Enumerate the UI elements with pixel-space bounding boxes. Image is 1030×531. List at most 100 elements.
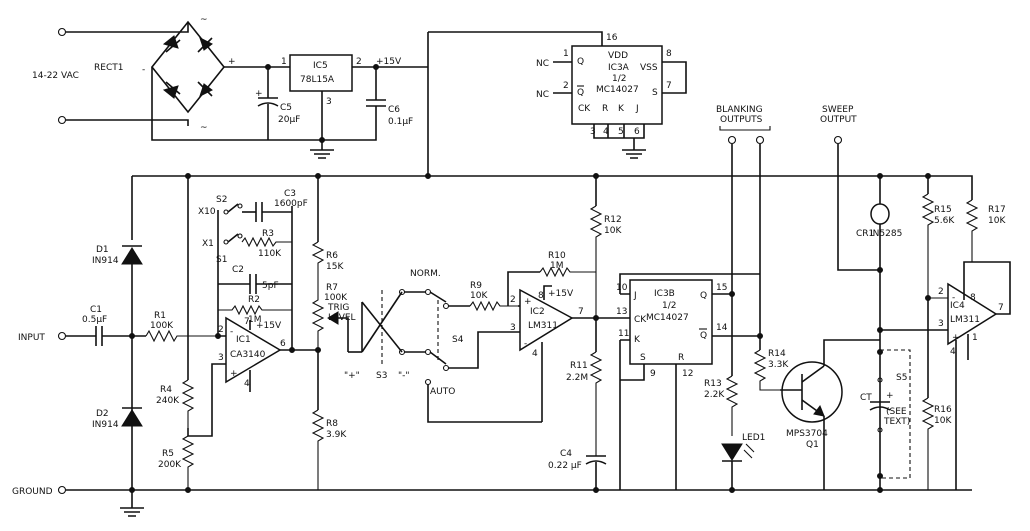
ac-terminal-top[interactable] [57, 27, 67, 37]
ic3a-s: S [652, 88, 658, 98]
r3-value: 110K [258, 249, 282, 259]
ic2-pin2: 2 [510, 295, 516, 305]
ic3a-pin8: 8 [666, 49, 672, 59]
r7-trig: TRIG [327, 303, 349, 313]
r15-value: 5.6K [934, 216, 955, 226]
ic3a-vdd: VDD [608, 51, 628, 61]
r8-value: 3.9K [326, 430, 347, 440]
r16-name: R16 [934, 405, 952, 415]
ic3a-j: J [635, 104, 639, 114]
ic1-pin4: 4 [244, 379, 250, 389]
ic2-pin8: 8 [538, 291, 544, 301]
ic3b-pin13: 13 [616, 307, 627, 317]
ic5-pin1: 1 [281, 57, 287, 67]
r13-value: 2.2K [704, 390, 725, 400]
ic4-pin2: 2 [938, 287, 944, 297]
r3-name: R3 [262, 229, 274, 239]
ic2-v: +15V [548, 289, 574, 299]
r11-name: R11 [570, 361, 588, 371]
ic4-pin8: 8 [970, 293, 976, 303]
s3-name: S3 [376, 371, 387, 381]
ic3b-k: K [634, 335, 641, 345]
c5-value: 20µF [278, 115, 300, 125]
r1-value: 100K [150, 321, 174, 331]
ic2-part: LM311 [528, 321, 558, 331]
ct-note-2: TEXT) [883, 417, 910, 427]
r12-name: R12 [604, 215, 622, 225]
input-section: INPUT C1 0.5µF R1 100K D1 IN914 D2 IN914… [18, 176, 226, 490]
ic3b-s: S [640, 353, 646, 363]
rect1-minus: - [142, 65, 145, 75]
ac-input-label: 14-22 VAC [32, 71, 79, 81]
c1-value: 0.5µF [82, 315, 107, 325]
ic2-pin7: 7 [578, 307, 584, 317]
ic3b-ck: CK [634, 315, 647, 325]
ic3b-q: Q [700, 291, 707, 301]
ic4-part: LM311 [950, 315, 980, 325]
r13-name: R13 [704, 379, 722, 389]
flipflop-ic3b: IC3B 1/2 MC14027 J CK K S R Q Q 10 13 11… [616, 273, 760, 490]
c4-name: C4 [560, 449, 572, 459]
s5-name: S5 [896, 373, 907, 383]
ic4-pin1: 1 [972, 333, 978, 343]
ic2-pin4: 4 [532, 349, 538, 359]
ic1-pin6: 6 [280, 339, 286, 349]
ic3b-r: R [678, 353, 684, 363]
ic3b-pin10: 10 [616, 283, 628, 293]
ic3a-qbar: Q [577, 88, 584, 98]
r1-name: R1 [154, 311, 166, 321]
ground-terminal[interactable] [57, 485, 67, 495]
r16-value: 10K [934, 416, 952, 426]
ic3b-pin14: 14 [716, 323, 728, 333]
flipflop-ic3a: VDD VSS IC3A 1/2 MC14027 Q Q S CK R K J … [536, 33, 687, 159]
ic1-part: CA3140 [230, 350, 266, 360]
sweep-output[interactable] [833, 135, 843, 145]
s1-name: S1 [216, 255, 227, 265]
ic3b-qbar: Q [700, 331, 707, 341]
comparator-ic2: IC2 LM311 + - 2 3 8 4 7 +15V R10 1M [507, 251, 630, 422]
capacitor-c5: + C5 20µF [255, 67, 300, 140]
blanking-label-1: BLANKING [716, 105, 763, 115]
ic1-pin7: 7 [244, 317, 250, 327]
sweep-label-1: SWEEP [822, 105, 854, 115]
c1-name: C1 [90, 305, 102, 315]
blanking-led: R13 2.2K LED1 R14 3.3K [704, 144, 789, 490]
s4-name: S4 [452, 335, 464, 345]
r9-name: R9 [470, 281, 482, 291]
ic5-name: IC5 [313, 61, 328, 71]
input-terminal[interactable] [57, 331, 67, 341]
s3-minus: "-" [398, 371, 410, 381]
cr1-part: IN5285 [870, 229, 902, 239]
ic3a-pin16: 16 [606, 33, 618, 43]
r5-value: 200K [158, 460, 182, 470]
auto-point [424, 378, 432, 386]
c4-value: 0.22 µF [548, 461, 582, 471]
bridge-rectifier: RECT1 - + ~ ~ [94, 15, 236, 133]
ac-terminal-bottom[interactable] [57, 115, 67, 125]
ic4-name: IC4 [950, 301, 965, 311]
ic3a-r: R [602, 104, 608, 114]
transistor-q1: MPS3704 Q1 [780, 339, 880, 490]
c3-name: C3 [284, 189, 296, 199]
s1-pos: X1 [202, 239, 214, 249]
blanking-output-1[interactable] [727, 135, 737, 145]
s2-name: S2 [216, 195, 227, 205]
ic3a-part: MC14027 [596, 85, 639, 95]
r7-name: R7 [326, 283, 338, 293]
ic5-pin3: 3 [326, 97, 332, 107]
r15-name: R15 [934, 205, 952, 215]
ic3b-pin15: 15 [716, 283, 727, 293]
r17-name: R17 [988, 205, 1006, 215]
power-supply: 14-22 VAC RECT1 - + ~ ~ + [32, 15, 603, 176]
q1-name: Q1 [806, 440, 819, 450]
sweep-section: CR1 IN5285 CT + (SEE TEXT) S5 [837, 144, 911, 490]
nc-label-bottom: NC [536, 90, 549, 100]
blanking-output-2[interactable] [755, 135, 765, 145]
ic3a-vss: VSS [640, 63, 658, 73]
rail-15v-label: +15V [376, 57, 402, 67]
ic5-part: 78L15A [300, 75, 335, 85]
ic1-pin3: 3 [218, 353, 224, 363]
ic3b-name: IC3B [654, 289, 675, 299]
ic3a-pin6: 6 [634, 127, 640, 137]
